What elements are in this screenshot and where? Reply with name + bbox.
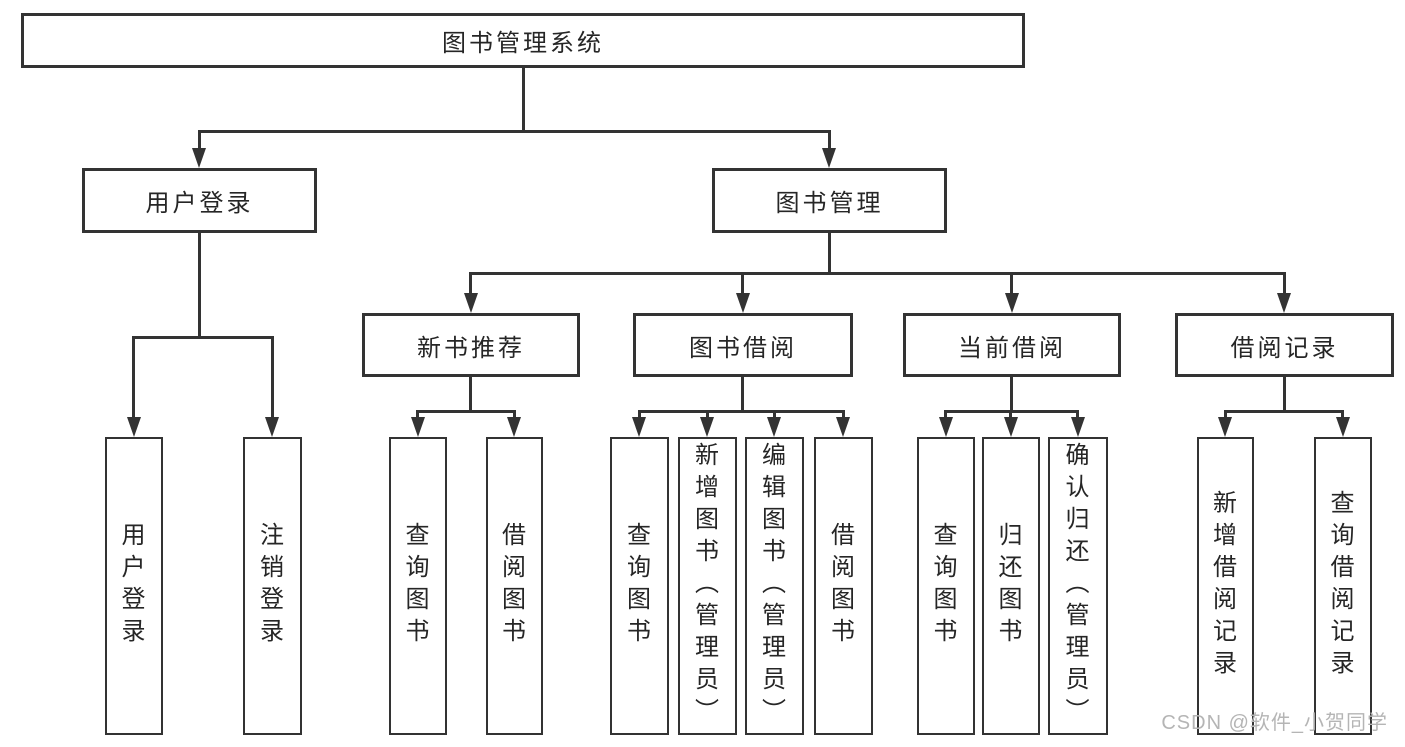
leaf-label: 查询图书 [929, 522, 956, 650]
leaf-borrow-books-recommend: 借阅图书 [486, 437, 543, 735]
arrow-down-icon [507, 417, 521, 437]
leaf-logout: 注销登录 [243, 437, 302, 735]
arrow-down-icon [265, 417, 279, 437]
leaf-label: 归还图书 [994, 522, 1021, 650]
connector-records-bar [1224, 410, 1344, 413]
leaf-label: 编辑图书（管理员） [757, 442, 785, 730]
leaf-label: 用户登录 [117, 522, 144, 650]
leaf-label: 新增借阅记录 [1208, 490, 1236, 682]
leaf-query-borrow-record: 查询借阅记录 [1314, 437, 1372, 735]
arrow-down-icon [767, 417, 781, 437]
connector-drop [271, 336, 274, 420]
leaf-query-books-borrowing: 查询图书 [610, 437, 669, 735]
leaf-label: 注销登录 [255, 522, 283, 650]
leaf-add-books-admin: 新增图书（管理员） [678, 437, 737, 735]
arrow-down-icon [1071, 417, 1085, 437]
leaf-label: 确认归还（管理员） [1061, 442, 1088, 730]
leaf-add-borrow-record: 新增借阅记录 [1197, 437, 1254, 735]
connector-drop [132, 336, 135, 420]
arrow-down-icon [1004, 417, 1018, 437]
arrow-down-icon [836, 417, 850, 437]
arrow-down-icon [1277, 293, 1291, 313]
connector-bookmgmt-trunk [828, 233, 831, 272]
connector-drop [828, 130, 831, 152]
arrow-down-icon [192, 148, 206, 168]
node-borrowing-records: 借阅记录 [1175, 313, 1394, 377]
leaf-label: 查询借阅记录 [1326, 490, 1353, 682]
connector-drop [513, 410, 516, 420]
connector-drop [1009, 410, 1012, 420]
leaf-edit-books-admin: 编辑图书（管理员） [745, 437, 804, 735]
connector-drop [944, 410, 947, 420]
connector-recommend-trunk [469, 377, 472, 410]
connector-drop [1341, 410, 1344, 420]
arrow-down-icon [411, 417, 425, 437]
arrow-down-icon [127, 417, 141, 437]
arrow-down-icon [822, 148, 836, 168]
arrow-down-icon [736, 293, 750, 313]
connector-userlogin-trunk [198, 233, 201, 336]
connector-drop [773, 410, 776, 420]
leaf-borrow-books-borrowing: 借阅图书 [814, 437, 873, 735]
arrow-down-icon [632, 417, 646, 437]
connector-current-trunk [1010, 377, 1013, 410]
connector-drop [1283, 272, 1286, 296]
connector-drop [842, 410, 845, 420]
connector-bookmgmt-bar [469, 272, 1285, 275]
node-user-login: 用户登录 [82, 168, 317, 233]
leaf-user-login: 用户登录 [105, 437, 163, 735]
leaf-query-books-current: 查询图书 [917, 437, 975, 735]
node-book-borrowing: 图书借阅 [633, 313, 853, 377]
arrow-down-icon [700, 417, 714, 437]
connector-drop [741, 272, 744, 296]
connector-borrowing-trunk [741, 377, 744, 410]
arrow-down-icon [1218, 417, 1232, 437]
connector-drop [469, 272, 472, 296]
leaf-label: 借阅图书 [826, 522, 854, 650]
connector-drop [1076, 410, 1079, 420]
node-current-borrowing: 当前借阅 [903, 313, 1121, 377]
connector-borrowing-bar [638, 410, 845, 413]
leaf-query-books-recommend: 查询图书 [389, 437, 447, 735]
connector-root-bar [198, 130, 831, 133]
watermark: CSDN @软件_小贺同学 [1161, 712, 1388, 734]
node-library-system: 图书管理系统 [21, 13, 1025, 68]
connector-recommend-bar [416, 410, 516, 413]
connector-drop [1224, 410, 1227, 420]
node-book-management: 图书管理 [712, 168, 947, 233]
connector-userlogin-bar [132, 336, 274, 339]
arrow-down-icon [464, 293, 478, 313]
leaf-label: 借阅图书 [497, 522, 525, 650]
leaf-return-books: 归还图书 [982, 437, 1040, 735]
arrow-down-icon [1005, 293, 1019, 313]
leaf-label: 查询图书 [401, 522, 428, 650]
node-new-book-recommend: 新书推荐 [362, 313, 580, 377]
arrow-down-icon [1336, 417, 1350, 437]
connector-drop [706, 410, 709, 420]
leaf-label: 新增图书（管理员） [690, 442, 718, 730]
connector-drop [638, 410, 641, 420]
connector-records-trunk [1283, 377, 1286, 410]
leaf-confirm-return-admin: 确认归还（管理员） [1048, 437, 1108, 735]
leaf-label: 查询图书 [622, 522, 650, 650]
connector-root-trunk [522, 68, 525, 130]
connector-drop [198, 130, 201, 152]
arrow-down-icon [939, 417, 953, 437]
connector-drop [416, 410, 419, 420]
connector-drop [1010, 272, 1013, 296]
